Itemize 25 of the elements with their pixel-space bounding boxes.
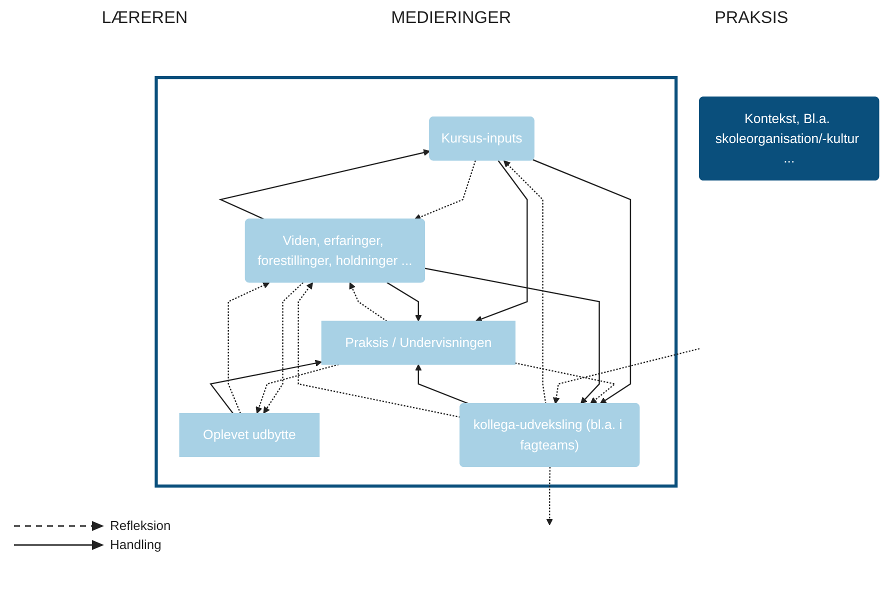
legend-label: Handling bbox=[110, 537, 162, 552]
column-heading: PRAKSIS bbox=[714, 7, 790, 29]
node-box: Praksis / Undervisningen bbox=[321, 320, 516, 365]
arrow bbox=[298, 282, 460, 418]
arrow bbox=[349, 282, 388, 322]
column-heading: LÆREREN bbox=[100, 7, 189, 29]
arrow bbox=[218, 149, 430, 220]
arrow bbox=[414, 160, 476, 220]
arrow bbox=[386, 282, 422, 322]
arrow bbox=[210, 360, 322, 414]
arrow bbox=[424, 268, 600, 404]
arrow bbox=[256, 364, 339, 414]
arrow bbox=[532, 159, 632, 404]
arrow bbox=[503, 160, 546, 404]
legend-label: Refleksion bbox=[110, 518, 171, 533]
arrow bbox=[514, 362, 616, 404]
arrow bbox=[263, 282, 304, 414]
cluster bbox=[154, 76, 678, 488]
column-heading: MEDIERINGER bbox=[390, 7, 512, 29]
arrow bbox=[546, 466, 553, 526]
arrow bbox=[552, 348, 700, 404]
arrow bbox=[414, 364, 470, 404]
arrow bbox=[475, 160, 528, 322]
node-box: Oplevet udbytte bbox=[179, 412, 320, 458]
arrow bbox=[228, 282, 270, 414]
